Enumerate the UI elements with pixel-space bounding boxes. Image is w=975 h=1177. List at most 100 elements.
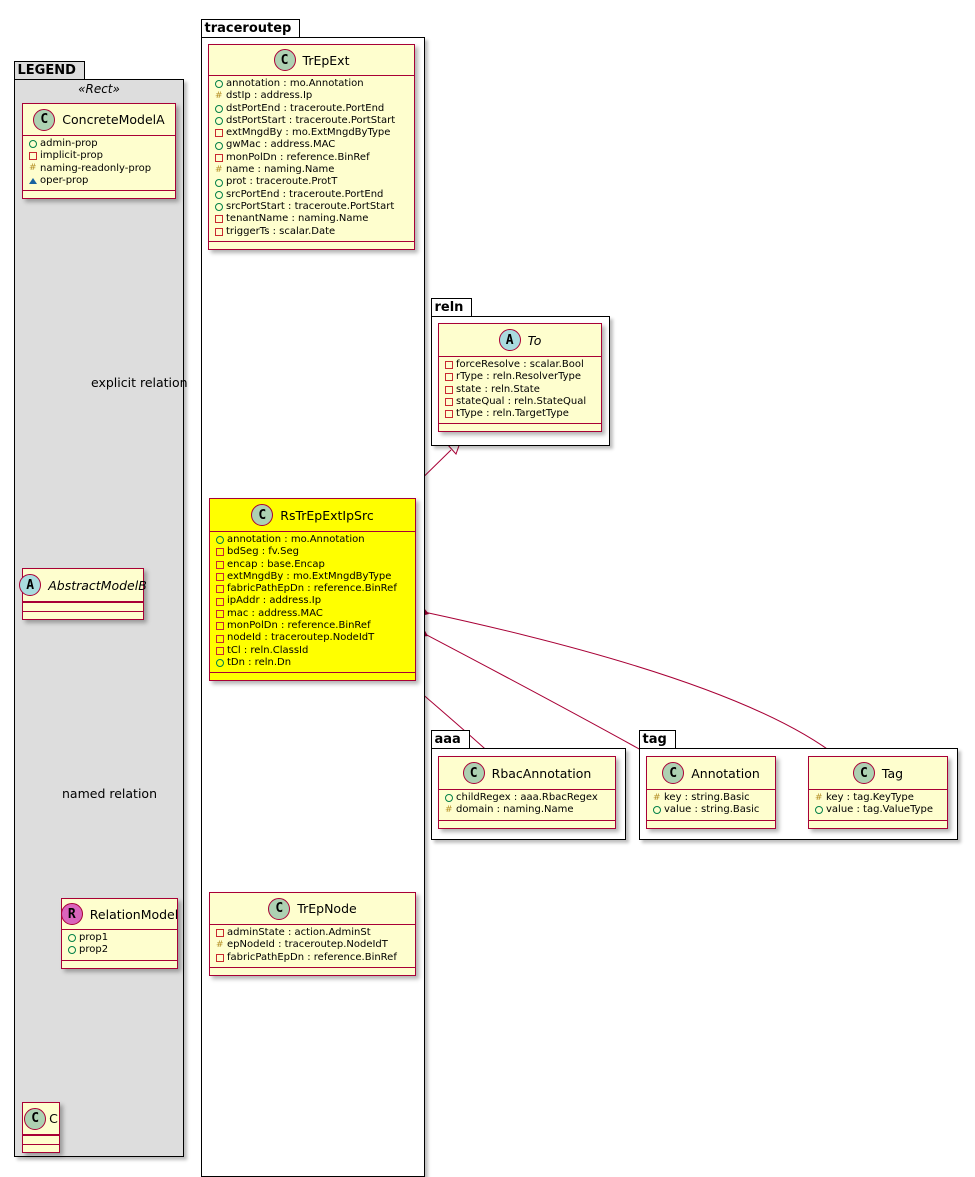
private-visibility-icon [216,585,227,594]
class-name: TrEpExt [302,52,350,68]
attribute-row: admin-prop [29,138,169,150]
attribute-text: state : reln.State [456,383,540,395]
class-rstrepextipsrc[interactable]: C RsTrEpExtIpSrc annotation : mo.Annotat… [209,498,416,682]
attribute-text: stateQual : reln.StateQual [456,395,587,407]
attribute-row: implicit-prop [29,150,169,162]
attribute-text: adminState : action.AdminSt [227,927,371,938]
attribute-text: tCl : reln.ClassId [227,644,309,656]
attribute-list: #key : string.Basic value : string.Basic [647,790,775,820]
attribute-text: admin-prop [40,138,98,149]
attribute-text: gwMac : address.MAC [226,139,336,151]
traceroutep-package-tab: traceroutep [200,19,301,37]
attribute-row: #domain : naming.Name [445,804,609,816]
attribute-text: key : tag.KeyType [826,792,914,803]
attribute-text: encap : base.Encap [227,558,325,570]
class-badge-icon: C [33,108,56,131]
attribute-text: naming-readonly-prop [40,162,152,174]
class-badge-icon: C [24,1107,47,1130]
abstract-badge-icon: A [498,329,521,351]
attribute-text: forceResolve : scalar.Bool [456,359,584,370]
private-visibility-icon [445,361,456,370]
attribute-text: prot : traceroute.ProtT [226,176,338,188]
public-visibility-icon [216,659,227,668]
relation-badge-icon: R [60,903,83,925]
attribute-row: tType : reln.TargetType [445,408,595,420]
named-relation-label: named relation [62,786,157,801]
class-tag-annotation[interactable]: C Annotation #key : string.Basic value :… [646,756,776,829]
attribute-text: tDn : reln.Dn [227,656,292,668]
attribute-text: rType : reln.ResolverType [456,371,582,383]
private-visibility-icon [216,548,227,557]
attribute-row: rType : reln.ResolverType [445,371,595,383]
public-visibility-icon [215,178,226,187]
public-visibility-icon [215,190,226,199]
attribute-list: prop1 prop2 [62,930,177,960]
attribute-text: epNodeId : traceroutep.NodeIdT [227,939,388,951]
attribute-list: adminState : action.AdminSt #epNodeId : … [210,925,415,967]
public-visibility-icon [215,203,226,212]
attribute-row: adminState : action.AdminSt [216,927,409,939]
attribute-row: prot : traceroute.ProtT [215,176,408,188]
class-relation-model[interactable]: R RelationModel prop1 prop2 [60,898,179,969]
private-visibility-icon [29,152,40,161]
tag-composition-line [423,611,839,758]
class-trepnode[interactable]: C TrEpNode adminState : action.AdminSt #… [209,892,416,976]
attribute-text: tenantName : naming.Name [226,213,369,225]
public-visibility-icon [215,80,226,89]
public-visibility-icon [68,946,79,955]
protected-visibility-icon: # [215,164,223,175]
attribute-text: key : string.Basic [664,792,750,803]
public-visibility-icon [68,934,79,943]
private-visibility-icon [216,609,227,618]
attribute-row: extMngdBy : mo.ExtMngdByType [216,571,409,583]
class-c[interactable]: C C [22,1102,60,1153]
private-visibility-icon [216,622,227,631]
attribute-row: annotation : mo.Annotation [215,78,408,90]
private-visibility-icon [215,227,226,236]
attribute-text: triggerTs : scalar.Date [226,225,336,237]
attribute-row: dstPortEnd : traceroute.PortEnd [215,103,408,115]
attribute-text: annotation : mo.Annotation [226,78,364,89]
aaa-package-tab: aaa [430,730,470,748]
protected-visibility-icon: # [815,792,823,803]
private-visibility-icon [216,560,227,569]
class-to[interactable]: A To forceResolve : scalar.Bool rType : … [438,323,602,433]
attribute-row: fabricPathEpDn : reference.BinRef [216,952,409,964]
attribute-text: monPolDn : reference.BinRef [226,151,370,163]
class-tag[interactable]: C Tag #key : tag.KeyType value : tag.Val… [808,756,948,829]
attribute-row: dstPortStart : traceroute.PortStart [215,115,408,127]
attribute-row: prop1 [68,932,171,944]
explicit-relation-label: explicit relation [91,375,188,390]
attribute-text: nodeId : traceroutep.NodeIdT [227,632,375,644]
class-rbac-annotation[interactable]: C RbacAnnotation childRegex : aaa.RbacRe… [438,756,616,829]
private-visibility-icon [445,385,456,394]
class-abstract-model-b[interactable]: A AbstractModelB [19,568,147,620]
public-visibility-icon [215,104,226,113]
public-visibility-icon [653,806,664,815]
private-visibility-icon [215,129,226,138]
attribute-row: tCl : reln.ClassId [216,645,409,657]
class-name: RelationModel [89,906,179,922]
attribute-row: monPolDn : reference.BinRef [215,152,408,164]
attribute-text: srcPortEnd : traceroute.PortEnd [226,188,384,200]
public-visibility-icon [29,140,40,149]
attribute-row: fabricPathEpDn : reference.BinRef [216,583,409,595]
public-visibility-icon [215,117,226,126]
attribute-text: monPolDn : reference.BinRef [227,620,371,632]
attribute-row: forceResolve : scalar.Bool [445,359,595,371]
class-trepext[interactable]: C TrEpExt annotation : mo.Annotation #ds… [208,44,415,250]
protected-visibility-icon: # [29,163,37,174]
attribute-row: childRegex : aaa.RbacRegex [445,792,609,804]
attribute-text: dstIp : address.Ip [226,90,313,102]
attribute-row: state : reln.State [445,384,595,396]
class-name: TrEpNode [297,901,357,916]
attribute-list: forceResolve : scalar.Bool rType : reln.… [439,357,601,423]
legend-package-tab: LEGEND [13,61,85,79]
class-name: RbacAnnotation [491,765,592,781]
class-name: Annotation [691,765,760,781]
class-concrete-model-a[interactable]: C ConcreteModelA admin-prop implicit-pro… [22,103,176,200]
attribute-text: domain : naming.Name [456,804,574,816]
attribute-text: value : tag.ValueType [826,804,934,816]
package-visibility-icon [29,178,40,185]
class-name: Tag [881,765,904,781]
